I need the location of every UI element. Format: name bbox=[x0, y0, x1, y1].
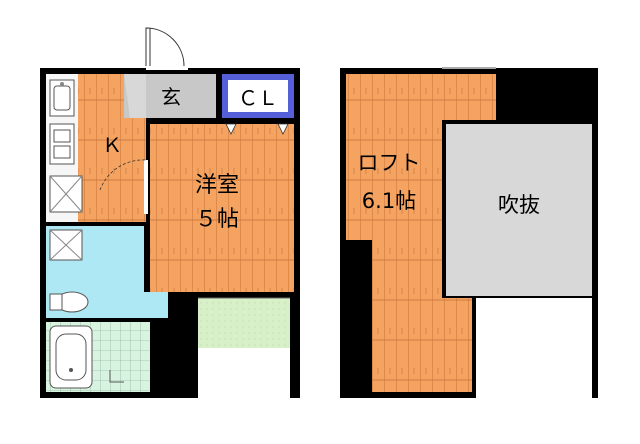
western-room-floor bbox=[150, 124, 294, 292]
loft-size-label: 6.1帖 bbox=[362, 189, 416, 213]
western-room-size-label: ５帖 bbox=[195, 207, 239, 232]
western-room-name-label: 洋室 bbox=[195, 173, 239, 198]
shower-icon bbox=[109, 370, 124, 383]
loft-name-label: ロフト bbox=[358, 151, 421, 175]
loft-plan bbox=[340, 67, 598, 398]
atrium-label: 吹抜 bbox=[498, 193, 540, 217]
kitchen-label: Ｋ bbox=[102, 133, 122, 157]
loft-floor-upper bbox=[346, 74, 442, 240]
front-door bbox=[145, 27, 185, 67]
front-door-gap bbox=[146, 62, 188, 70]
loft-floor-lower bbox=[372, 240, 442, 392]
closet-label: ＣＬ bbox=[238, 86, 278, 110]
interior-door bbox=[99, 159, 147, 191]
balcony-floor bbox=[198, 298, 290, 348]
entrance-label: 玄 bbox=[161, 85, 181, 109]
atrium-area bbox=[446, 124, 592, 296]
bathtub-icon bbox=[49, 325, 93, 389]
first-floor-plan bbox=[40, 27, 300, 398]
